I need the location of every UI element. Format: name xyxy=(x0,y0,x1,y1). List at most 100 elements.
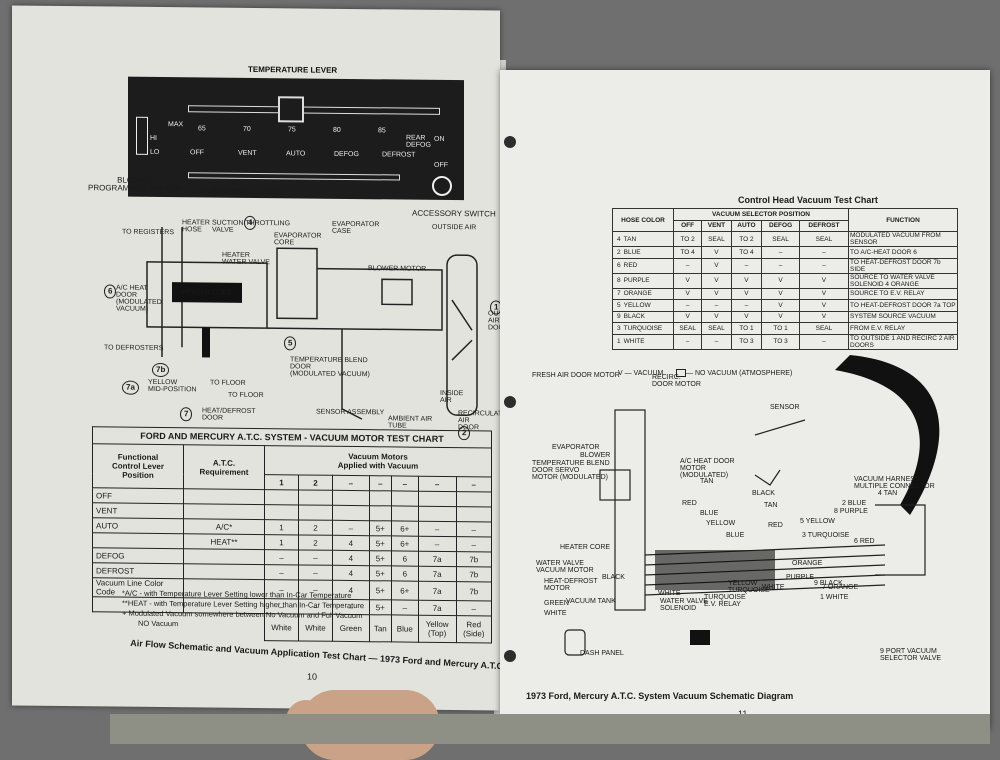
hose-color: RED xyxy=(623,262,638,269)
motor-cell: 6 xyxy=(391,565,419,582)
selector-cell: V xyxy=(701,246,732,259)
selector-cell: V xyxy=(672,287,703,300)
hose-color: TAN xyxy=(623,235,637,243)
schematic-label: TEMPERATURE BLEND DOOR (MODULATED VACUUM… xyxy=(290,356,370,379)
temperature-slider-track xyxy=(188,105,440,115)
schematic-label: HEAT/DEFROST DOOR xyxy=(202,407,256,422)
diagram-label: BLUE xyxy=(700,510,719,517)
selector-cell: V xyxy=(798,272,850,289)
mode-label: DEFOG xyxy=(334,150,359,159)
col-vacuum-motors: Vacuum Motors Applied with Vacuum xyxy=(264,445,492,477)
function-cell: TO HEAT-DEFROST DOOR 7a TOP xyxy=(848,299,958,312)
atc-requirement: A/C* xyxy=(183,518,265,535)
hi-label: HI xyxy=(150,134,157,142)
motor-cell: – xyxy=(264,564,299,580)
diagram-label: HEATER CORE xyxy=(560,544,611,551)
motor-number: – xyxy=(369,475,392,491)
selector-cell: – xyxy=(798,257,850,274)
selector-cell: – xyxy=(730,299,763,312)
mode-label: VENT xyxy=(238,149,257,158)
selector-cell: TO 4 xyxy=(730,246,763,259)
blower-switch[interactable] xyxy=(136,116,148,155)
motor-cell xyxy=(418,506,457,522)
selector-cell: TO 2 xyxy=(672,231,703,247)
diagram-label: YELLOW xyxy=(706,520,736,527)
on-label: ON xyxy=(434,135,445,143)
motor-cell: 5+ xyxy=(369,565,392,581)
selector-cell: SEAL xyxy=(798,322,850,335)
selector-cell: TO 1 xyxy=(730,322,763,335)
selector-position: DEFROST xyxy=(798,219,850,232)
vacuum-schematic-diagram xyxy=(564,409,926,656)
selector-cell: V xyxy=(798,310,850,323)
diagram-label: RECIRC. DOOR MOTOR xyxy=(652,374,701,388)
motor-cell: 7a xyxy=(418,551,457,567)
motor-cell xyxy=(332,490,370,506)
temperature-slider-knob[interactable] xyxy=(278,96,304,123)
function-cell: SOURCE TO WATER VALVE SOLENOID 4 ORANGE xyxy=(848,272,958,289)
motor-cell: 4 xyxy=(332,565,370,581)
diagram-label: A/C HEAT DOOR MOTOR (MODULATED) xyxy=(680,458,735,479)
right-page: Control Head Vacuum Test Chart HOSE COLO… xyxy=(500,70,990,730)
selector-cell: V xyxy=(761,272,800,289)
selector-cell: – xyxy=(672,333,703,350)
functional-slider-track xyxy=(188,172,400,181)
hose-number: 2 xyxy=(617,248,621,256)
motor-cell: 4 xyxy=(332,535,370,551)
motor-cell xyxy=(264,489,299,505)
diagram-label: VACUUM HARNESS MULTIPLE CONNECTOR xyxy=(854,476,935,490)
motor-number: – xyxy=(332,475,370,491)
selector-cell: – xyxy=(730,257,763,274)
diagram-label: TAN xyxy=(764,502,778,509)
diagram-label: EVAPORATOR xyxy=(552,444,600,451)
atc-requirement xyxy=(183,488,265,505)
selector-cell: – xyxy=(701,333,732,350)
selector-cell: TO 4 xyxy=(672,246,703,259)
zoom-arrow xyxy=(835,355,940,515)
lever-position: OFF xyxy=(92,487,184,504)
schematic-label: TO FLOOR xyxy=(210,379,246,387)
motor-cell: 7a xyxy=(418,566,457,582)
diagram-label: BLOWER xyxy=(580,452,611,459)
motor-cell: – xyxy=(456,536,492,552)
schematic-label: INSIDE AIR xyxy=(440,389,464,405)
schematic-label: HEATER WATER VALVE xyxy=(222,251,270,267)
diagram-label: 9 PORT VACUUM SELECTOR VALVE xyxy=(880,648,942,662)
hose-color: BLACK xyxy=(623,313,645,321)
selector-cell: SEAL xyxy=(798,231,850,247)
schematic-label: TO REGISTERS xyxy=(122,228,174,237)
motor-cell: – xyxy=(418,521,457,537)
function-header: FUNCTION xyxy=(848,208,958,232)
selector-cell: V xyxy=(701,272,732,289)
schematic-label: HEATER HOSE xyxy=(182,219,210,234)
diagram-label: 4 TAN xyxy=(878,490,898,497)
mode-label: DEFROST xyxy=(382,151,416,159)
blower-switch-label: BLOWER PROGRAMMER SWITCH xyxy=(88,175,181,194)
selector-cell: V xyxy=(672,310,703,323)
temp-mark: 75 xyxy=(288,126,296,134)
selector-cell: – xyxy=(761,257,800,274)
col-atc-requirement: A.T.C. Requirement xyxy=(183,444,265,490)
atc-requirement: HEAT** xyxy=(183,533,265,550)
selector-cell: – xyxy=(798,246,850,259)
hose-color: YELLOW xyxy=(623,301,651,309)
motor-cell: 6+ xyxy=(391,520,419,537)
selector-cell: V xyxy=(730,310,763,323)
motor-cell: 7b xyxy=(456,551,492,567)
diagram-label: 2 BLUE xyxy=(842,500,867,507)
motor-cell xyxy=(264,504,299,520)
accessory-switch[interactable] xyxy=(432,175,452,197)
diagram-label: WHITE xyxy=(658,590,681,597)
motor-cell xyxy=(369,490,392,506)
selector-cell: V xyxy=(730,272,763,289)
function-cell: TO OUTSIDE 1 AND RECIRC 2 AIR DOORS xyxy=(848,333,958,350)
selector-position: AUTO xyxy=(730,219,763,232)
diagram-label: WATER VALVE SOLENOID xyxy=(660,598,708,612)
